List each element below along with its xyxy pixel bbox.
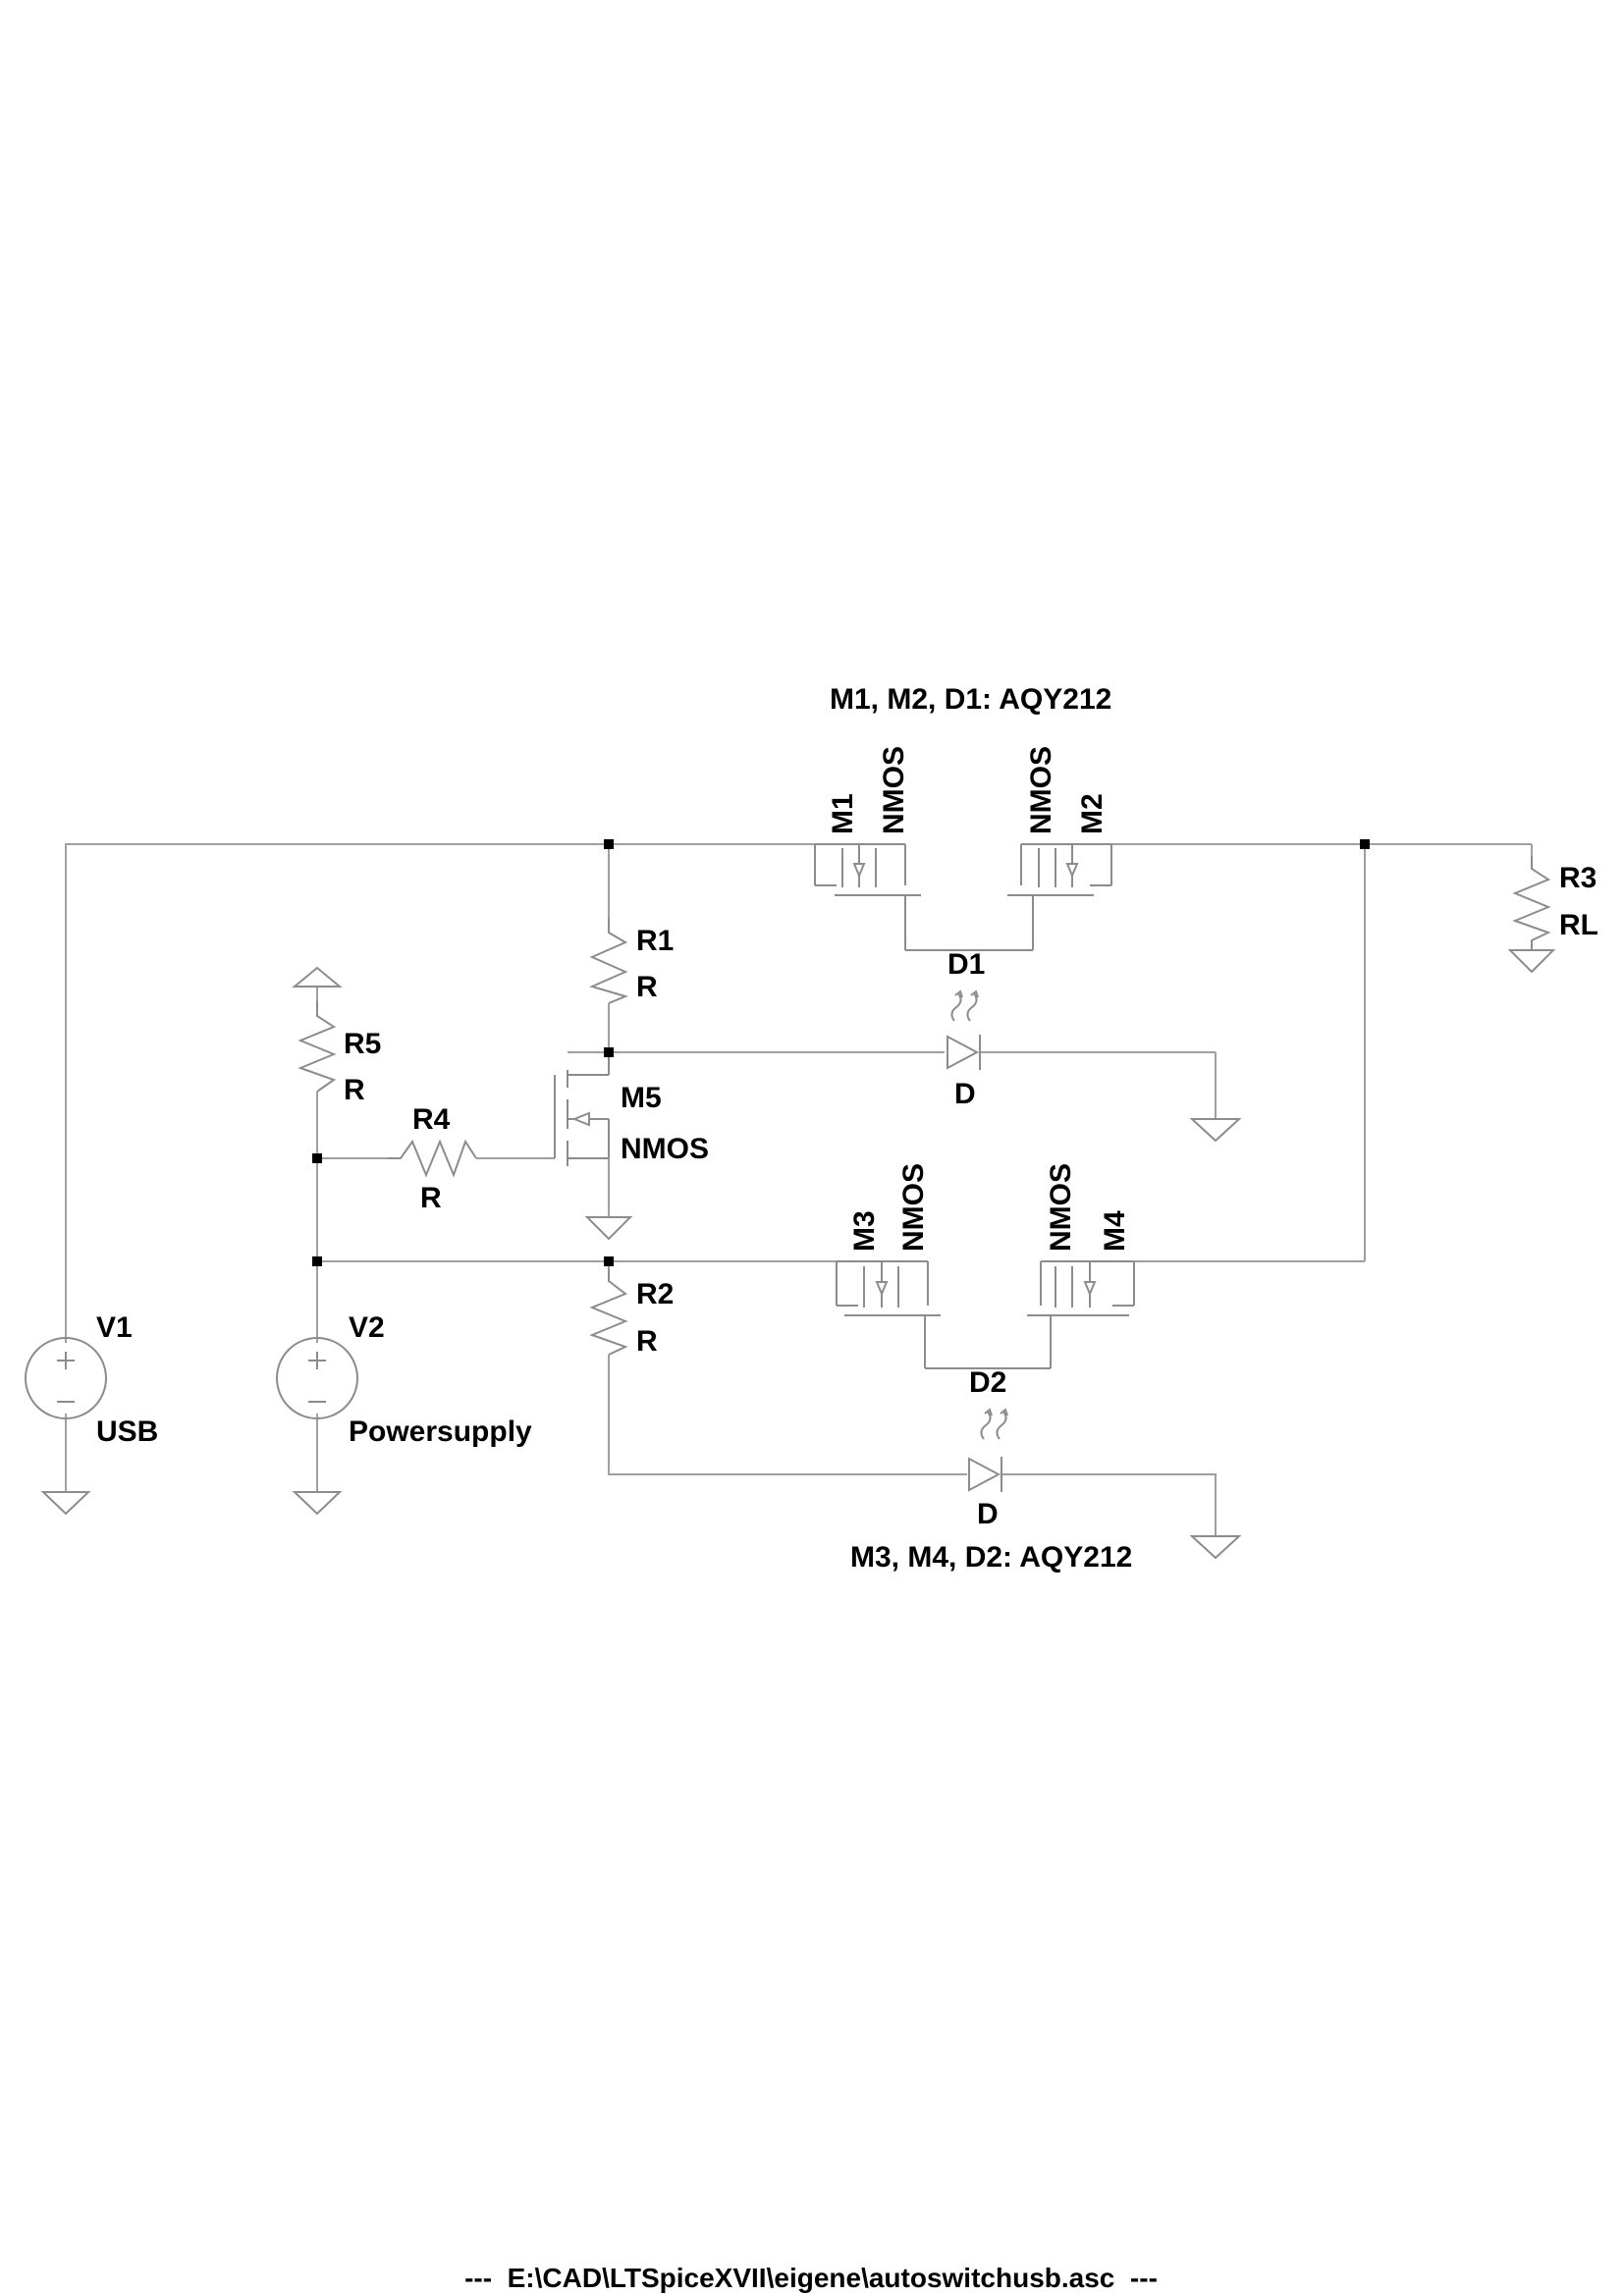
resistor-r4 (388, 1139, 477, 1178)
schematic-title: M1, M2, D1: AQY212 (830, 683, 1111, 716)
mosfet-pair-bottom (836, 1260, 1135, 1369)
v1-name-label: V1 (96, 1311, 133, 1344)
m2-name-label: M2 (1076, 793, 1109, 834)
d2-value-label: D (977, 1498, 999, 1530)
m3-value-label: NMOS (897, 1163, 930, 1252)
ground-icon (292, 1491, 343, 1516)
r5-name-label: R5 (344, 1028, 381, 1060)
file-path-footer: --- E:\CAD\LTSpiceXVII\eigene\autoswitch… (464, 2263, 1158, 2293)
d1-name-label: D1 (947, 948, 985, 981)
r1-value-label: R (636, 971, 658, 1003)
wire-top-rail-left (65, 843, 815, 1343)
mosfet-m5 (554, 1052, 610, 1166)
supply-arrow-icon (292, 966, 343, 988)
m5-name-label: M5 (621, 1082, 662, 1114)
ground-icon (1189, 1118, 1242, 1143)
m4-name-label: M4 (1099, 1210, 1131, 1252)
resistor-r1 (589, 918, 629, 1004)
wires (65, 843, 1533, 1536)
d1-value-label: D (954, 1078, 976, 1110)
r4-name-label: R4 (412, 1103, 451, 1136)
mosfet-pair-top (814, 843, 1112, 951)
m1-value-label: NMOS (878, 746, 910, 834)
m3-name-label: M3 (848, 1210, 881, 1252)
junction-dot (604, 839, 614, 849)
ground-icon (1189, 1535, 1242, 1560)
junction-dot (604, 1256, 614, 1266)
r2-value-label: R (636, 1325, 658, 1358)
r3-value-label: RL (1559, 909, 1598, 941)
resistor-r5 (298, 1001, 337, 1093)
voltage-source-v1 (25, 1337, 107, 1419)
junction-dot (312, 1256, 322, 1266)
led-d2 (968, 1408, 1008, 1492)
d2-name-label: D2 (969, 1366, 1006, 1399)
ground-icon (1507, 949, 1556, 974)
ground-icon (40, 1491, 91, 1516)
resistor-r3 (1512, 856, 1551, 950)
junction-dot (1360, 839, 1370, 849)
m2-value-label: NMOS (1025, 746, 1057, 834)
v2-name-label: V2 (349, 1311, 385, 1344)
junction-dot (604, 1047, 614, 1057)
schematic-subtitle: M3, M4, D2: AQY212 (850, 1541, 1132, 1574)
v1-value-label: USB (96, 1415, 158, 1448)
ground-icon (584, 1216, 633, 1241)
v2-value-label: Powersupply (349, 1415, 532, 1448)
led-d1 (947, 989, 981, 1070)
wire-d2-ground (1001, 1473, 1217, 1536)
r1-name-label: R1 (636, 925, 674, 957)
grounds (40, 949, 1556, 1560)
m5-value-label: NMOS (621, 1133, 709, 1165)
resistors (298, 856, 1551, 1356)
junction-dot (312, 1153, 322, 1163)
junctions (312, 839, 1370, 1266)
r3-name-label: R3 (1559, 862, 1596, 894)
voltage-source-v2 (276, 1337, 358, 1419)
r5-value-label: R (344, 1074, 365, 1106)
resistor-r2 (589, 1268, 628, 1356)
wire-r2-to-d2 (608, 1355, 967, 1475)
r4-value-label: R (420, 1182, 442, 1214)
m4-value-label: NMOS (1045, 1163, 1077, 1252)
r2-name-label: R2 (636, 1278, 674, 1310)
m1-name-label: M1 (827, 793, 859, 834)
